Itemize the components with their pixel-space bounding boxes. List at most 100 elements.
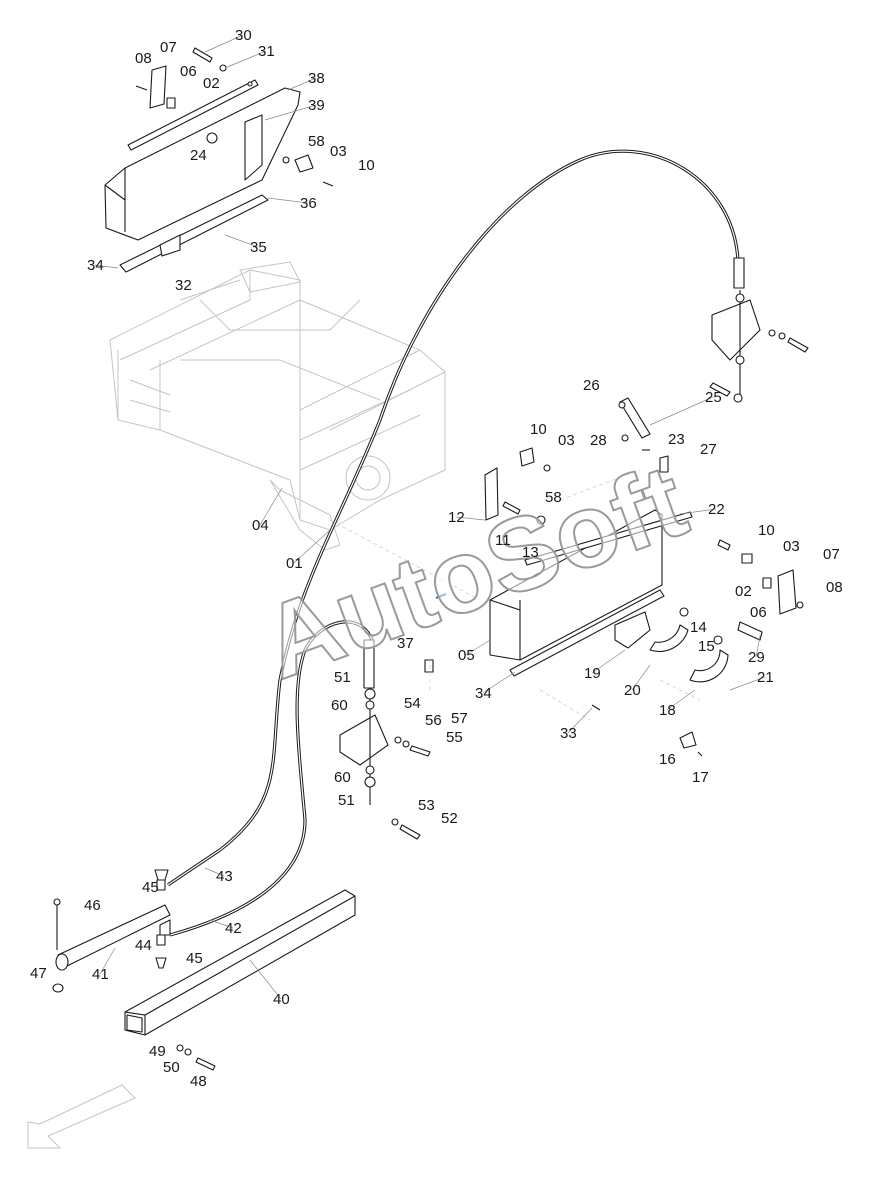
callout-40: 40 — [273, 991, 290, 1008]
callout-23: 23 — [668, 431, 685, 448]
callout-41: 41 — [92, 966, 109, 983]
callout-50: 50 — [163, 1059, 180, 1076]
leader-line-18 — [666, 689, 696, 711]
callout-34: 34 — [87, 257, 104, 274]
callout-13: 13 — [522, 544, 539, 561]
leader-line-22 — [679, 508, 717, 515]
center-cable-bracket — [339, 639, 431, 840]
guide-lines — [329, 469, 701, 721]
callout-48: 48 — [190, 1073, 207, 1090]
callout-16: 16 — [659, 751, 676, 768]
callout-18: 18 — [659, 702, 676, 719]
callout-03: 03 — [783, 538, 800, 555]
leader-line-20 — [631, 664, 651, 691]
callout-35: 35 — [250, 239, 267, 256]
callout-45: 45 — [186, 950, 203, 967]
callout-49: 49 — [149, 1043, 166, 1060]
leader-line-33 — [567, 707, 593, 734]
callout-51: 51 — [334, 669, 351, 686]
callout-51: 51 — [338, 792, 355, 809]
callout-55: 55 — [446, 729, 463, 746]
leader-line-04 — [259, 487, 283, 526]
leader-line-39 — [264, 104, 317, 121]
callout-37: 37 — [397, 635, 414, 652]
leader-line-40 — [249, 959, 282, 1000]
callout-06: 06 — [180, 63, 197, 80]
callout-10: 10 — [758, 522, 775, 539]
leader-line-21 — [729, 676, 766, 691]
leader-line-01 — [293, 529, 331, 564]
callout-14: 14 — [690, 619, 707, 636]
callout-46: 46 — [84, 897, 101, 914]
callout-38: 38 — [308, 70, 325, 87]
handle-assembly — [52, 869, 171, 993]
leader-line-35 — [224, 234, 259, 248]
leader-line-38 — [287, 77, 317, 91]
callout-02: 02 — [203, 75, 220, 92]
callout-32: 32 — [175, 277, 192, 294]
main-cable — [167, 149, 740, 937]
leader-line-42 — [209, 919, 234, 929]
callout-25: 25 — [705, 389, 722, 406]
leader-line-31 — [224, 50, 267, 69]
leader-line-29 — [755, 635, 761, 658]
upper-seat-plate — [104, 47, 334, 273]
callout-05: 05 — [458, 647, 475, 664]
callout-29: 29 — [748, 649, 765, 666]
leader-line-41 — [99, 947, 116, 975]
callout-03: 03 — [558, 432, 575, 449]
callout-02: 02 — [735, 583, 752, 600]
right-cable-bracket — [709, 257, 809, 403]
callout-58: 58 — [545, 489, 562, 506]
callout-31: 31 — [258, 43, 275, 60]
leader-line-36 — [267, 197, 309, 204]
callout-45: 45 — [142, 879, 159, 896]
callout-57: 57 — [451, 710, 468, 727]
callout-54: 54 — [404, 695, 421, 712]
leader-line-43 — [204, 867, 225, 877]
callout-28: 28 — [590, 432, 607, 449]
ghost-frame-assembly — [109, 261, 446, 551]
leader-line-30 — [204, 34, 244, 53]
callout-27: 27 — [700, 441, 717, 458]
callout-08: 08 — [826, 579, 843, 596]
leader-line-12 — [455, 516, 486, 521]
callout-39: 39 — [308, 97, 325, 114]
callout-60: 60 — [331, 697, 348, 714]
callout-12: 12 — [448, 509, 465, 526]
callout-08: 08 — [135, 50, 152, 67]
callout-03: 03 — [330, 143, 347, 160]
leader-line-25 — [649, 396, 714, 426]
callout-17: 17 — [692, 769, 709, 786]
callout-52: 52 — [441, 810, 458, 827]
callout-42: 42 — [225, 920, 242, 937]
leader-line-34 — [94, 264, 119, 269]
callout-01: 01 — [286, 555, 303, 572]
callout-layer: 30 07 08 31 06 02 38 39 58 03 24 10 36 35 34 32 26 25 10 03… — [30, 27, 843, 1090]
callout-30: 30 — [235, 27, 252, 44]
callout-10: 10 — [358, 157, 375, 174]
callout-20: 20 — [624, 682, 641, 699]
accent-mark — [435, 593, 447, 599]
direction-arrow — [27, 1084, 136, 1149]
callout-19: 19 — [584, 665, 601, 682]
callout-47: 47 — [30, 965, 47, 982]
callout-15: 15 — [698, 638, 715, 655]
callout-43: 43 — [216, 868, 233, 885]
callout-60: 60 — [334, 769, 351, 786]
leader-line-34 — [482, 671, 516, 694]
callout-07: 07 — [823, 546, 840, 563]
callout-22: 22 — [708, 501, 725, 518]
callout-53: 53 — [418, 797, 435, 814]
callout-26: 26 — [583, 377, 600, 394]
callout-11: 11 — [495, 532, 511, 549]
callout-58: 58 — [308, 133, 325, 150]
callout-36: 36 — [300, 195, 317, 212]
callout-33: 33 — [560, 725, 577, 742]
callout-24: 24 — [190, 147, 207, 164]
callout-21: 21 — [757, 669, 774, 686]
callout-07: 07 — [160, 39, 177, 56]
lower-slide-assembly — [424, 397, 804, 757]
callout-56: 56 — [425, 712, 442, 729]
callout-44: 44 — [135, 937, 152, 954]
